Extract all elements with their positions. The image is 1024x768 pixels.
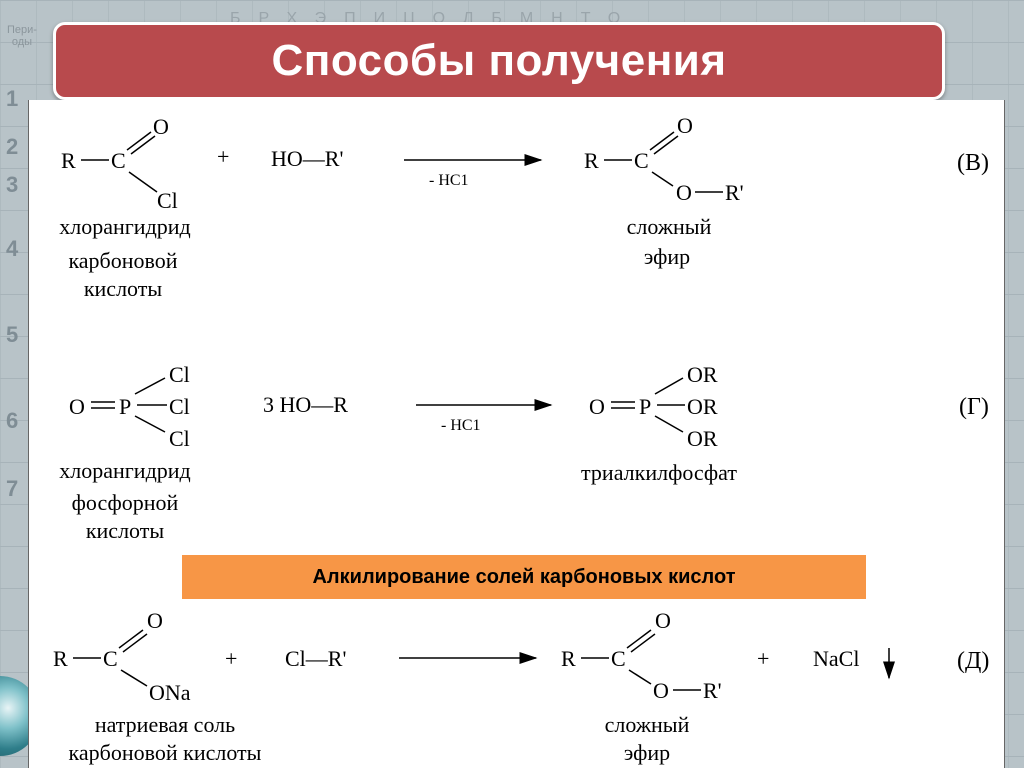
bond-line	[134, 377, 166, 395]
reaction-d-reagent2: Cl—R'	[285, 646, 346, 671]
bond-line	[122, 633, 148, 653]
reaction-d-reagent-ona: ONa	[149, 680, 191, 705]
reaction-g-reagent-cl2: Cl	[169, 394, 190, 419]
reaction-g-reagent-name: хлорангидрид	[59, 458, 190, 483]
reaction-g-product-p: P	[639, 394, 651, 419]
reaction-d-reagent-c: C	[103, 646, 118, 671]
reactions-diagram: R C O Cl + HO—R' - HC1 R C O O R' (В) хл…	[53, 113, 989, 765]
reaction-g-product-or3: OR	[687, 426, 718, 451]
reaction-d-product-o-side: O	[653, 678, 669, 703]
bond-line	[120, 669, 148, 687]
bond-line	[134, 415, 166, 433]
reaction-v-label: (В)	[957, 150, 989, 176]
reaction-v-condition: - HC1	[429, 172, 469, 189]
background-row-number: 2	[6, 134, 19, 159]
reaction-v-reagent-cl: Cl	[157, 188, 178, 213]
reaction-v-product-name: эфир	[644, 244, 690, 269]
bond-line	[628, 669, 652, 685]
reaction-g-label: (Г)	[959, 394, 989, 420]
bond-line	[130, 135, 156, 155]
bond-line	[651, 171, 674, 187]
bond-line	[126, 131, 152, 151]
bond-line	[653, 135, 679, 155]
background-row-number: 1	[6, 86, 19, 111]
background-row-number: 5	[6, 322, 19, 347]
reaction-g-reagent2: 3 HO—R	[263, 392, 348, 417]
subheading-text: Алкилирование солей карбоновых кислот	[312, 565, 736, 588]
reaction-g-reagent-p: P	[119, 394, 131, 419]
subheading-banner: Алкилирование солей карбоновых кислот	[182, 555, 866, 599]
background-row-number: 7	[6, 476, 19, 501]
bond-line	[626, 629, 652, 649]
background-row-number: 6	[6, 408, 19, 433]
reaction-v-reagent-name: карбоновой	[68, 248, 177, 273]
reaction-v-reagent-name: хлорангидрид	[59, 214, 190, 239]
reaction-v-product-o-side: O	[676, 180, 692, 205]
bond-line	[118, 629, 144, 649]
reaction-d-product-name: сложный	[605, 712, 690, 737]
reaction-d-plus: +	[757, 646, 769, 671]
reaction-v-product-r2: R'	[725, 180, 744, 205]
bond-line	[654, 377, 684, 395]
reaction-d-reagent-r: R	[53, 646, 68, 671]
bond-line	[654, 415, 684, 433]
reaction-v-reagent2: HO—R'	[271, 146, 343, 171]
reaction-g: O P Cl Cl Cl 3 HO—R - HC1 O P OR OR OR (…	[59, 362, 989, 543]
reaction-g-reagent-cl3: Cl	[169, 426, 190, 451]
reaction-g-reagent-o: O	[69, 394, 85, 419]
background-row-number: 4	[6, 236, 19, 261]
reaction-g-reagent-name: фосфорной	[72, 490, 179, 515]
reaction-d-product-name: эфир	[624, 740, 670, 765]
reaction-v-product-c: C	[634, 148, 649, 173]
reaction-v-reagent-r: R	[61, 148, 76, 173]
reaction-g-condition: - HC1	[441, 417, 481, 434]
reaction-d-product-r2: R'	[703, 678, 722, 703]
reaction-v-reagent-c: C	[111, 148, 126, 173]
reaction-g-product-or1: OR	[687, 362, 718, 387]
reaction-g-reagent-name: кислоты	[86, 518, 165, 543]
reaction-d-plus: +	[225, 646, 237, 671]
reaction-d: R C O ONa + Cl—R' R C O O R' + NaCl (Д)	[53, 608, 989, 765]
reaction-d-byproduct: NaCl	[813, 646, 859, 671]
reaction-v-product-o-top: O	[677, 113, 693, 138]
reaction-d-reagent-name: натриевая соль	[95, 712, 235, 737]
reaction-v: R C O Cl + HO—R' - HC1 R C O O R' (В) хл…	[59, 113, 989, 301]
reaction-g-product-name: триалкилфосфат	[581, 460, 737, 485]
reaction-g-product-or2: OR	[687, 394, 718, 419]
reaction-d-label: (Д)	[957, 648, 989, 674]
title-banner: Способы получения	[53, 22, 945, 100]
bond-line	[649, 131, 675, 151]
reaction-v-reagent-name: кислоты	[84, 276, 163, 301]
background-row-number: 3	[6, 172, 19, 197]
reaction-v-reagent-o: O	[153, 114, 169, 139]
reaction-d-product-o-top: O	[655, 608, 671, 633]
reaction-g-reagent-cl1: Cl	[169, 362, 190, 387]
reaction-g-product-o: O	[589, 394, 605, 419]
reaction-d-product-c: C	[611, 646, 626, 671]
content-panel: R C O Cl + HO—R' - HC1 R C O O R' (В) хл…	[28, 100, 1005, 768]
background-corner-label: Пери-оды	[7, 24, 37, 48]
reaction-d-product-r: R	[561, 646, 576, 671]
bond-line	[128, 171, 158, 193]
reaction-v-plus: +	[217, 144, 229, 169]
bond-line	[630, 633, 656, 653]
reaction-v-product-r: R	[584, 148, 599, 173]
slide-title: Способы получения	[271, 36, 727, 85]
reaction-d-reagent-name: карбоновой кислоты	[69, 740, 262, 765]
reaction-d-reagent-o: O	[147, 608, 163, 633]
reaction-v-product-name: сложный	[627, 214, 712, 239]
